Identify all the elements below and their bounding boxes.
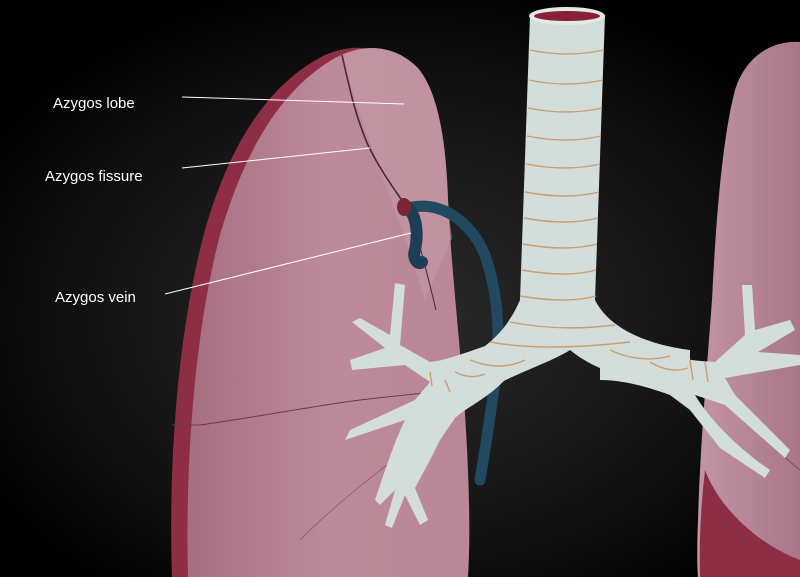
cartilage-rings: [429, 49, 709, 393]
azygos-vein-drawing: [397, 198, 504, 486]
azygos-fissure-line: [341, 54, 406, 206]
trachea-body: [440, 15, 690, 395]
leader-azygos-lobe: [181, 96, 405, 105]
right-lung-edge: [699, 470, 800, 577]
right-bronchial-tree: [600, 285, 800, 478]
label-azygos-fissure: Azygos fissure: [45, 168, 143, 185]
label-azygos-lobe: Azygos lobe: [53, 95, 135, 112]
vein-arch-cut: [397, 198, 411, 216]
vein-descending: [402, 200, 504, 486]
trachea-top-lumen: [534, 11, 600, 21]
trachea-drawing: [345, 7, 800, 528]
left-bronchial-tree: [345, 283, 505, 528]
azygos-lobe-region: [343, 48, 452, 301]
annotation-labels: Azygos lobe Azygos fissure Azygos vein: [45, 95, 412, 306]
leader-azygos-vein: [164, 232, 412, 295]
lung-outer-edge: [171, 47, 388, 577]
label-azygos-vein: Azygos vein: [55, 289, 136, 306]
leader-azygos-fissure: [181, 147, 371, 169]
vein-arch: [399, 199, 428, 269]
